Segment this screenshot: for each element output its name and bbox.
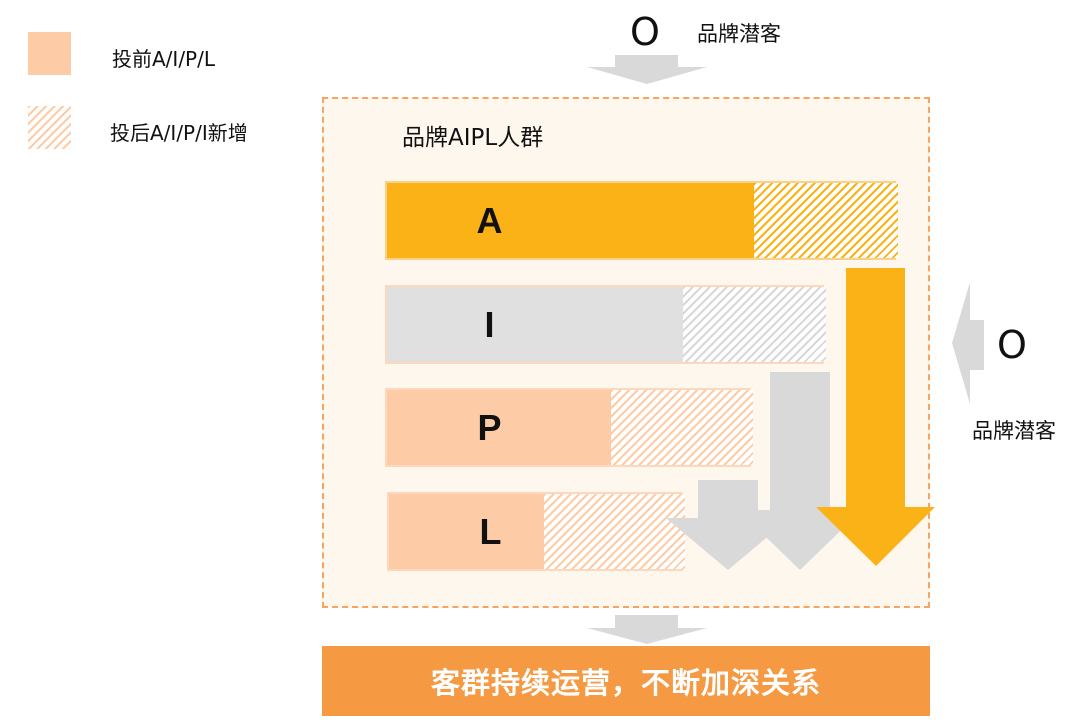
- bar-i-after: [683, 287, 826, 362]
- bar-l-before: [389, 494, 544, 569]
- right-potential-label: 品牌潜客: [972, 419, 1056, 443]
- bar-p-letter: P: [477, 406, 502, 448]
- bar-a-before: [387, 183, 754, 258]
- bar-a-after: [754, 183, 898, 258]
- top-down-arrow: [587, 55, 707, 84]
- bar-l-after: [544, 494, 685, 569]
- bottom-down-arrow: [587, 615, 707, 644]
- bar-a: A: [385, 181, 898, 260]
- legend-label-before: 投前A/I/P/L: [112, 47, 215, 71]
- yellow-down-arrow: [816, 268, 935, 566]
- bar-l: L: [387, 492, 685, 571]
- legend-swatch-after: [28, 106, 71, 149]
- legend-swatch-before: [28, 32, 71, 75]
- top-potential-label: 品牌潜客: [697, 22, 781, 46]
- bar-p: P: [385, 388, 753, 467]
- right-o-letter: O: [997, 323, 1027, 367]
- bar-i-letter: I: [484, 303, 495, 345]
- gray-down-arrow-short: [666, 480, 790, 570]
- bar-p-after: [611, 390, 753, 465]
- aipl-title: 品牌AIPL人群: [402, 125, 544, 151]
- bar-p-before: [387, 390, 611, 465]
- bar-i: I: [385, 285, 826, 364]
- bar-a-letter: A: [476, 199, 503, 241]
- bar-i-before: [387, 287, 683, 362]
- right-left-arrow: [952, 282, 984, 404]
- bottom-banner-text: 客群持续运营，不断加深关系: [430, 666, 821, 700]
- top-o-letter: O: [630, 10, 660, 54]
- bar-l-letter: L: [479, 510, 502, 552]
- legend-label-after: 投后A/I/P/I新增: [110, 121, 248, 145]
- bottom-banner: 客群持续运营，不断加深关系: [322, 646, 930, 716]
